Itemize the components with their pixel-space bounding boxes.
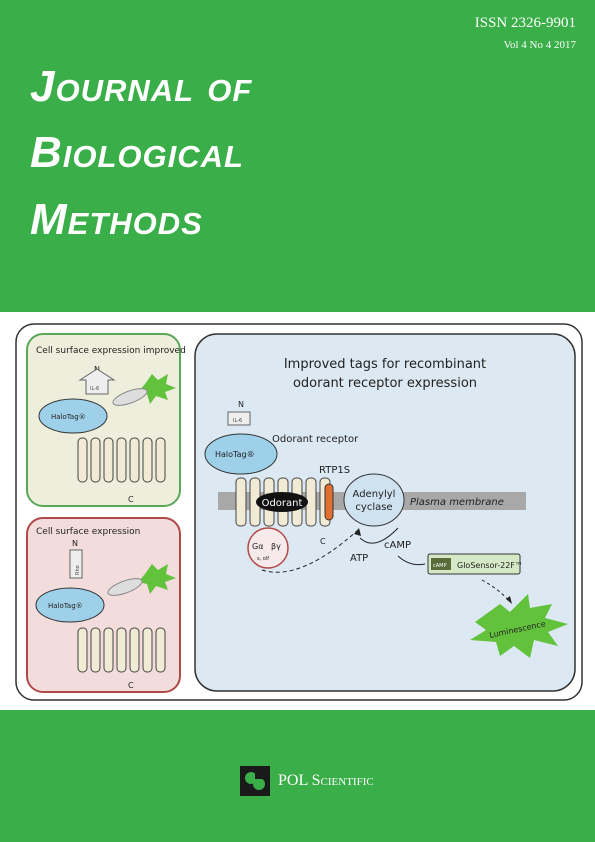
g-protein — [247, 527, 289, 569]
cover-figure: Cell surface expression improved N IL-6 … — [15, 323, 583, 701]
publisher-name: POL Scientific — [278, 772, 374, 789]
glosensor-label: GloSensor-22F™ — [457, 561, 523, 570]
plasma-membrane-label: Plasma membrane — [410, 497, 504, 508]
n-terminus-b: N — [72, 539, 78, 548]
camp-label: cAMP — [384, 540, 411, 551]
activation-arrowhead — [354, 528, 361, 536]
odorant-molecule — [256, 492, 308, 512]
halotag-main — [204, 433, 278, 475]
rho-label-b: Rho — [75, 565, 81, 575]
main-title-line-1: Improved tags for recombinant — [284, 357, 486, 372]
glosensor-arrowhead — [506, 596, 512, 604]
halotag-label-a: HaloTag® — [51, 413, 86, 421]
luminescence-burst-main — [470, 594, 568, 658]
panel-baseline-title: Cell surface expression — [36, 527, 140, 537]
panel-improved-title: Cell surface expression improved — [36, 346, 186, 356]
camp-binding-site — [431, 558, 451, 570]
luminescence-burst-a — [138, 374, 176, 404]
camp-small-label: cAMP — [433, 563, 447, 569]
c-terminus-main: C — [320, 537, 326, 546]
c-terminus-a: C — [128, 495, 134, 504]
receptor-helices-a — [77, 437, 166, 483]
adenylyl-cyclase-line-2: cyclase — [355, 502, 392, 513]
receptor-helices-b — [77, 627, 166, 673]
cover-figure-area: Cell surface expression improved N IL-6 … — [0, 312, 595, 710]
journal-title-line-3: Methods — [30, 195, 203, 244]
halotag-b — [35, 587, 105, 623]
publisher-logo-icon — [240, 766, 270, 796]
publisher: POL Scientific — [240, 766, 374, 796]
rtp1s-protein — [324, 483, 334, 521]
il6-tag-a — [78, 368, 116, 395]
il6-tag-main — [227, 411, 251, 426]
odorant-label: Odorant — [262, 498, 303, 509]
camp-arrow — [397, 555, 426, 566]
adenylyl-cyclase-line-1: Adenylyl — [353, 489, 396, 500]
journal-title-line-2: Biological — [30, 128, 244, 177]
main-title-line-2: odorant receptor expression — [293, 376, 477, 391]
odorant-receptor-label: Odorant receptor — [272, 434, 359, 445]
il6-label-a: IL-6 — [90, 386, 99, 392]
g-olf-label: s, olf — [257, 556, 269, 562]
c-terminus-b: C — [128, 681, 134, 690]
rho-tag-b — [69, 549, 83, 579]
halotag-label-main: HaloTag® — [215, 450, 255, 459]
halotag-a — [38, 398, 108, 434]
rtp1s-label: RTP1S — [319, 465, 350, 476]
il6-label-main: IL-6 — [233, 418, 242, 424]
atp-camp-arrow — [359, 527, 399, 544]
cover-header: ISSN 2326-9901 Vol 4 No 4 2017 Journal o… — [0, 0, 595, 312]
ligand-b — [107, 578, 143, 596]
journal-title-line-1: Journal of — [30, 62, 253, 111]
cover-footer — [0, 710, 595, 842]
atp-label: ATP — [350, 553, 368, 564]
activation-arrow — [261, 529, 359, 573]
adenylyl-cyclase — [343, 473, 405, 527]
g-beta-gamma-label: βγ — [271, 542, 281, 551]
ligand-a — [112, 388, 148, 406]
issn: ISSN 2326-9901 — [474, 15, 576, 31]
halotag-label-b: HaloTag® — [48, 602, 83, 610]
n-terminus-main: N — [238, 400, 244, 409]
luminescence-burst-b — [138, 564, 176, 594]
g-alpha-label: Gα — [252, 542, 263, 551]
volume-issue: Vol 4 No 4 2017 — [503, 39, 576, 51]
